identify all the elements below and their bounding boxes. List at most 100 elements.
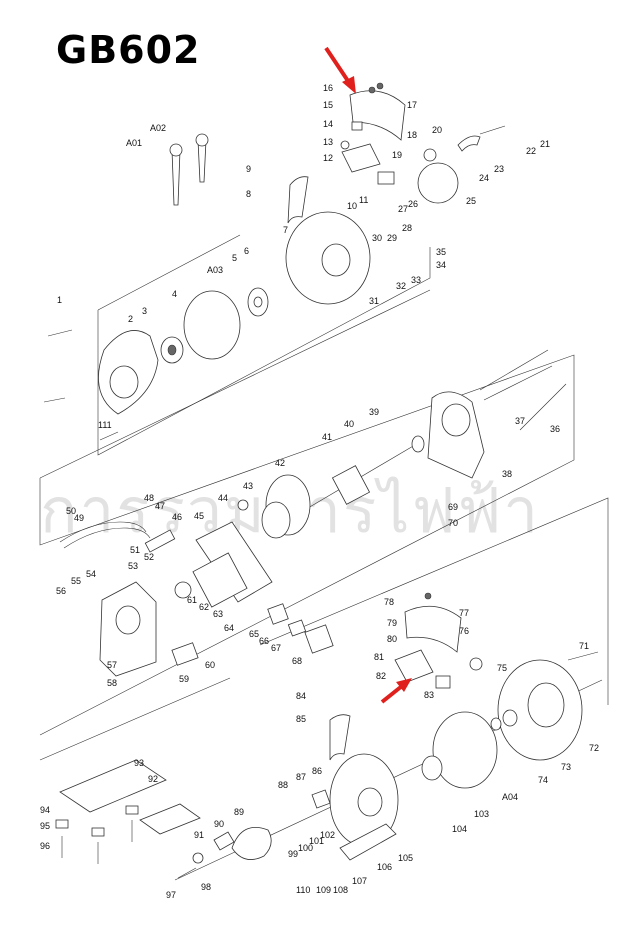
part-label-68: 68 [292,656,302,666]
part-label-16: 16 [323,83,333,93]
part-label-20: 20 [432,125,442,135]
part-label-99: 99 [288,849,298,859]
part-label-35: 35 [436,247,446,257]
part-label-a01: A01 [126,138,142,148]
part-label-106: 106 [377,862,392,872]
part-label-49: 49 [74,513,84,523]
part-label-25: 25 [466,196,476,206]
part-label-102: 102 [320,830,335,840]
part-label-57: 57 [107,660,117,670]
part-label-92: 92 [148,774,158,784]
part-label-40: 40 [344,419,354,429]
wheel-assembly-right [421,651,599,789]
part-label-17: 17 [407,100,417,110]
part-label-89: 89 [234,807,244,817]
part-label-13: 13 [323,137,333,147]
part-label-29: 29 [387,233,397,243]
motor-housing-right [427,391,485,479]
part-label-101: 101 [309,836,324,846]
part-label-52: 52 [144,552,154,562]
part-label-30: 30 [372,233,382,243]
part-label-15: 15 [323,100,333,110]
tool-rest-left [177,826,272,879]
part-label-103: 103 [474,809,489,819]
armature-rotor [237,435,425,539]
part-label-38: 38 [502,469,512,479]
part-label-62: 62 [199,602,209,612]
part-label-45: 45 [194,511,204,521]
part-label-98: 98 [201,882,211,892]
part-label-74: 74 [538,775,548,785]
part-label-4: 4 [172,289,177,299]
part-label-71: 71 [579,641,589,651]
part-label-94: 94 [40,805,50,815]
part-label-24: 24 [479,173,489,183]
wrench-parts [169,133,209,206]
part-label-42: 42 [275,458,285,468]
lower-guard-cover [394,592,462,689]
part-label-56: 56 [56,586,66,596]
part-label-28: 28 [402,223,412,233]
part-label-32: 32 [396,281,406,291]
part-label-97: 97 [166,890,176,900]
part-label-a04: A04 [502,792,518,802]
part-label-59: 59 [179,674,189,684]
part-label-48: 48 [144,493,154,503]
part-label-21: 21 [540,139,550,149]
part-label-111: 111 [98,420,112,430]
part-label-63: 63 [213,609,223,619]
motor-housing-left [99,581,199,677]
part-label-108: 108 [333,885,348,895]
part-label-47: 47 [155,501,165,511]
part-label-65: 65 [249,629,259,639]
part-label-64: 64 [224,623,234,633]
wheel-assembly-left [43,287,269,441]
part-label-60: 60 [205,660,215,670]
part-label-34: 34 [436,260,446,270]
part-label-58: 58 [107,678,117,688]
part-label-a02: A02 [150,123,166,133]
part-label-80: 80 [387,634,397,644]
part-label-91: 91 [194,830,204,840]
part-label-10: 10 [347,201,357,211]
part-label-84: 84 [296,691,306,701]
part-label-95: 95 [40,821,50,831]
part-label-79: 79 [387,618,397,628]
part-label-75: 75 [497,663,507,673]
wheel-guard-right-lower [311,714,399,861]
part-label-85: 85 [296,714,306,724]
part-label-96: 96 [40,841,50,851]
part-label-54: 54 [86,569,96,579]
switch-and-cord [59,521,176,553]
part-label-90: 90 [214,819,224,829]
part-label-100: 100 [298,843,313,853]
eye-shield [417,125,506,204]
part-label-77: 77 [459,608,469,618]
part-label-18: 18 [407,130,417,140]
part-label-109: 109 [316,885,331,895]
part-label-26: 26 [408,199,418,209]
wheel-guard-right-upper [285,176,371,305]
part-label-67: 67 [271,643,281,653]
part-label-41: 41 [322,432,332,442]
part-label-86: 86 [312,766,322,776]
part-label-61: 61 [187,595,197,605]
part-label-a03: A03 [207,265,223,275]
part-label-43: 43 [243,481,253,491]
part-label-70: 70 [448,518,458,528]
part-label-50: 50 [66,506,76,516]
part-label-73: 73 [561,762,571,772]
part-label-44: 44 [218,493,228,503]
part-label-27: 27 [398,204,408,214]
part-label-22: 22 [526,146,536,156]
part-label-83: 83 [424,690,434,700]
part-label-31: 31 [369,296,379,306]
part-label-110: 110 [296,885,310,895]
part-label-6: 6 [244,246,249,256]
red-arrow-indicators [324,46,412,704]
part-label-9: 9 [246,164,251,174]
assembly-outline-middle [39,289,575,736]
assembly-outline-top [97,234,431,456]
part-label-69: 69 [448,502,458,512]
part-label-12: 12 [323,153,333,163]
